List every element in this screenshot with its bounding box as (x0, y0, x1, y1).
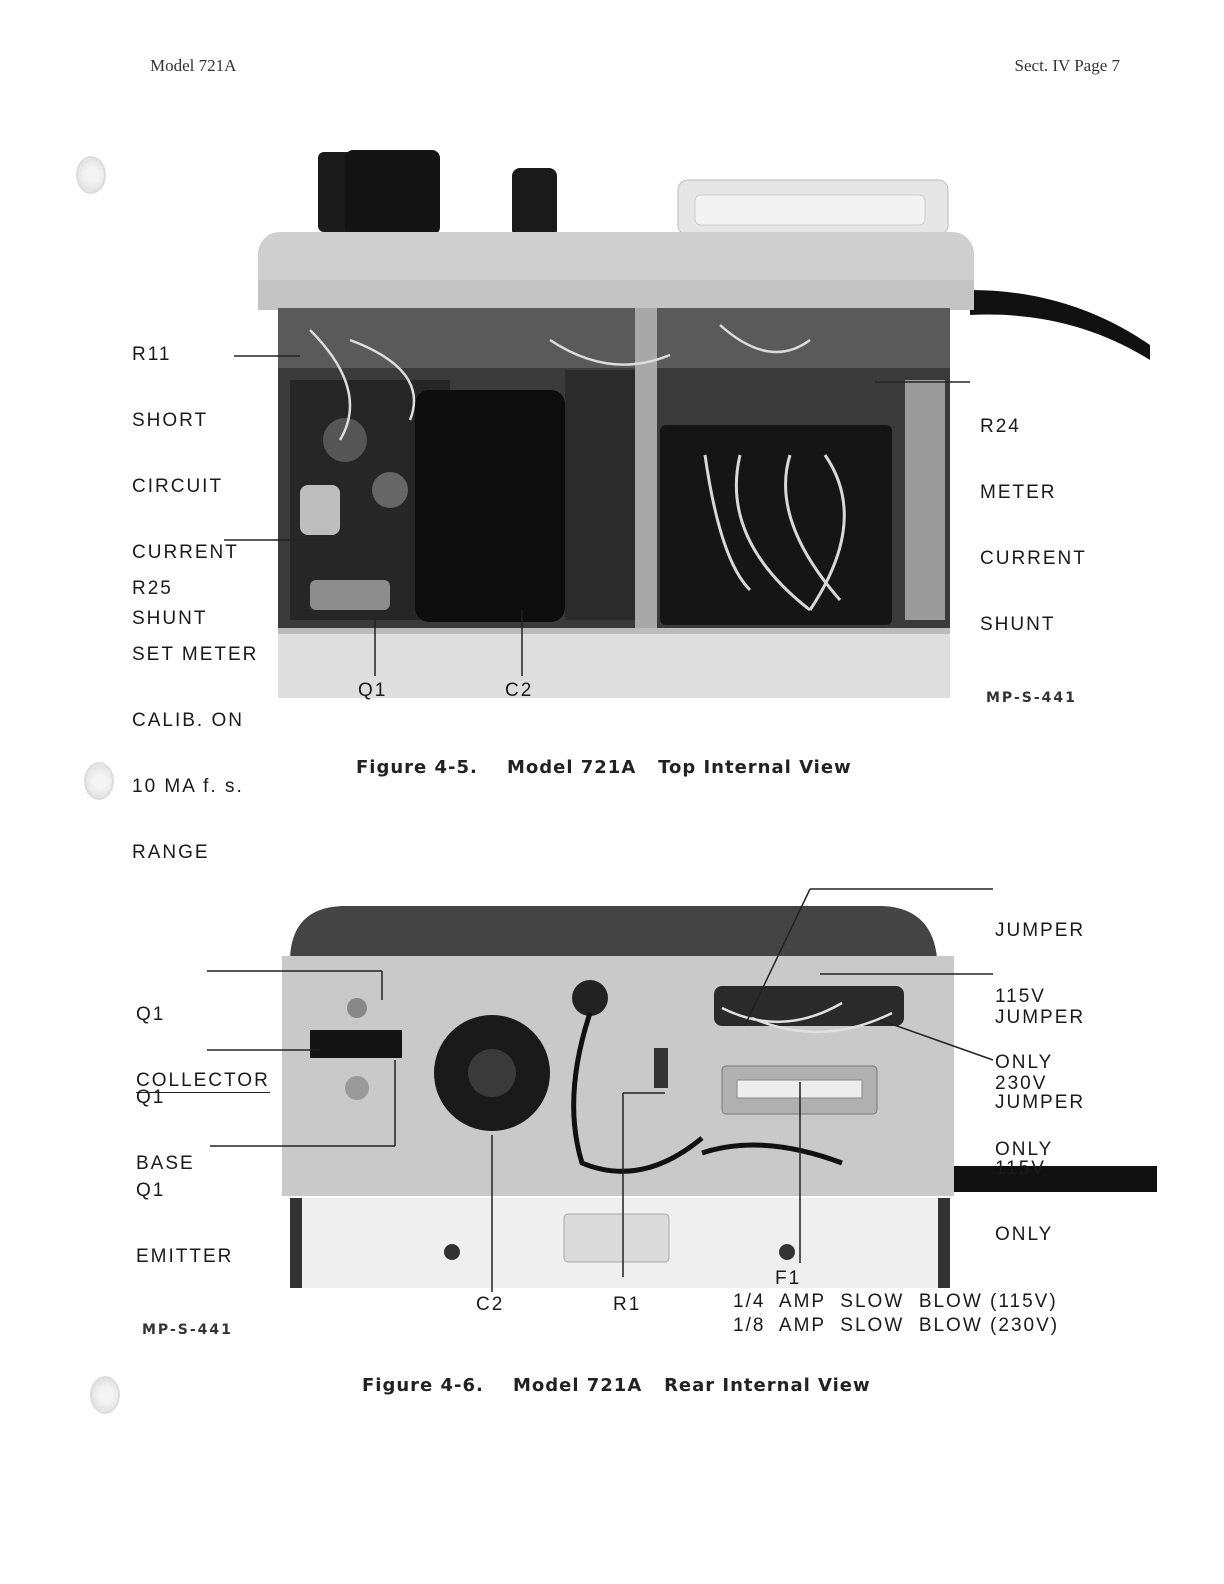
photo-code-fig-4-6: MP-S-441 (142, 1322, 233, 1338)
label-jumper-230v: JUMPER 230V ONLY (995, 1007, 1086, 1160)
label-c2-rear: C2 (476, 1294, 505, 1315)
caption-fig-4-5: Figure 4-5. Model 721A Top Internal View (356, 757, 852, 778)
top-internal-view-photo (258, 150, 1150, 698)
label-q1-emitter: Q1 EMITTER (136, 1180, 234, 1267)
photo-code-fig-4-5: MP-S-441 (986, 690, 1077, 706)
punch-hole-bottom (90, 1376, 120, 1414)
label-r24-meter-current-shunt: R24 METER CURRENT SHUNT (980, 416, 1087, 635)
caption-fig-4-6: Figure 4-6. Model 721A Rear Internal Vie… (362, 1375, 871, 1396)
caption-number: Figure 4-5. (356, 757, 478, 778)
label-r11-short-circuit-current-shunt: R11 SHORT CIRCUIT CURRENT SHUNT (132, 344, 239, 629)
punch-hole-top (76, 156, 106, 194)
caption-title: Model 721A Top Internal View (506, 757, 852, 778)
label-jumper-115v-bottom: JUMPER 115V ONLY (995, 1092, 1086, 1245)
caption-number: Figure 4-6. (362, 1375, 484, 1396)
label-r25-set-meter-calib: R25 SET METER CALIB. ON 10 MA f. s. RANG… (132, 578, 259, 863)
label-q1-collector: Q1 COLLECTOR (136, 1004, 270, 1093)
label-r1: R1 (613, 1294, 642, 1315)
header-model: Model 721A (150, 56, 237, 75)
label-q1-top: Q1 (358, 680, 388, 701)
header-section-page: Sect. IV Page 7 (1014, 56, 1120, 75)
label-f1-rating-230v: 1/8 AMP SLOW BLOW (230V) (733, 1315, 1060, 1336)
label-jumper-115v-top: JUMPER 115V ONLY (995, 920, 1086, 1073)
rear-internal-view-photo (282, 906, 1157, 1288)
label-q1-base: Q1 BASE (136, 1087, 195, 1174)
label-c2-top: C2 (505, 680, 534, 701)
label-f1: F1 (775, 1268, 802, 1289)
label-f1-rating-115v: 1/4 AMP SLOW BLOW (115V) (733, 1291, 1058, 1312)
caption-title: Model 721A Rear Internal View (512, 1375, 871, 1396)
punch-hole-middle (84, 762, 114, 800)
